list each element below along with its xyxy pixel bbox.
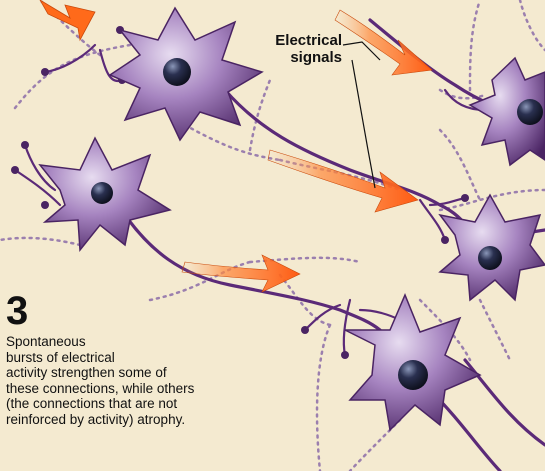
nucleus <box>163 58 191 86</box>
electrical-signals-label: Electrical signals <box>262 32 342 66</box>
signal-arrow-top-right <box>335 10 432 75</box>
neuron-top-center <box>110 8 262 140</box>
neuron-right-top <box>470 58 545 165</box>
caption-line: these connections, while others <box>6 381 194 397</box>
nucleus <box>91 182 113 204</box>
nucleus <box>478 246 502 270</box>
nucleus <box>398 360 428 390</box>
electrical-signals-label-line1: Electrical <box>262 32 342 49</box>
neuron-right-middle <box>440 195 545 300</box>
caption-line: bursts of electrical <box>6 350 194 366</box>
caption-line: activity strengthen some of <box>6 365 194 381</box>
signal-arrow-top-left <box>40 0 95 40</box>
step-number: 3 <box>6 291 28 331</box>
caption-line: reinforced by activity) atrophy. <box>6 412 194 428</box>
nucleus <box>517 99 543 125</box>
electrical-signals-label-line2: signals <box>262 49 342 66</box>
label-leader-lines <box>343 42 380 188</box>
caption-line: (the connections that are not <box>6 396 194 412</box>
step-caption: Spontaneous bursts of electrical activit… <box>6 334 194 427</box>
caption-line: Spontaneous <box>6 334 194 350</box>
signal-arrow-middle <box>268 150 418 212</box>
neuron-left <box>40 138 170 250</box>
neuron-bottom-center <box>345 295 480 430</box>
